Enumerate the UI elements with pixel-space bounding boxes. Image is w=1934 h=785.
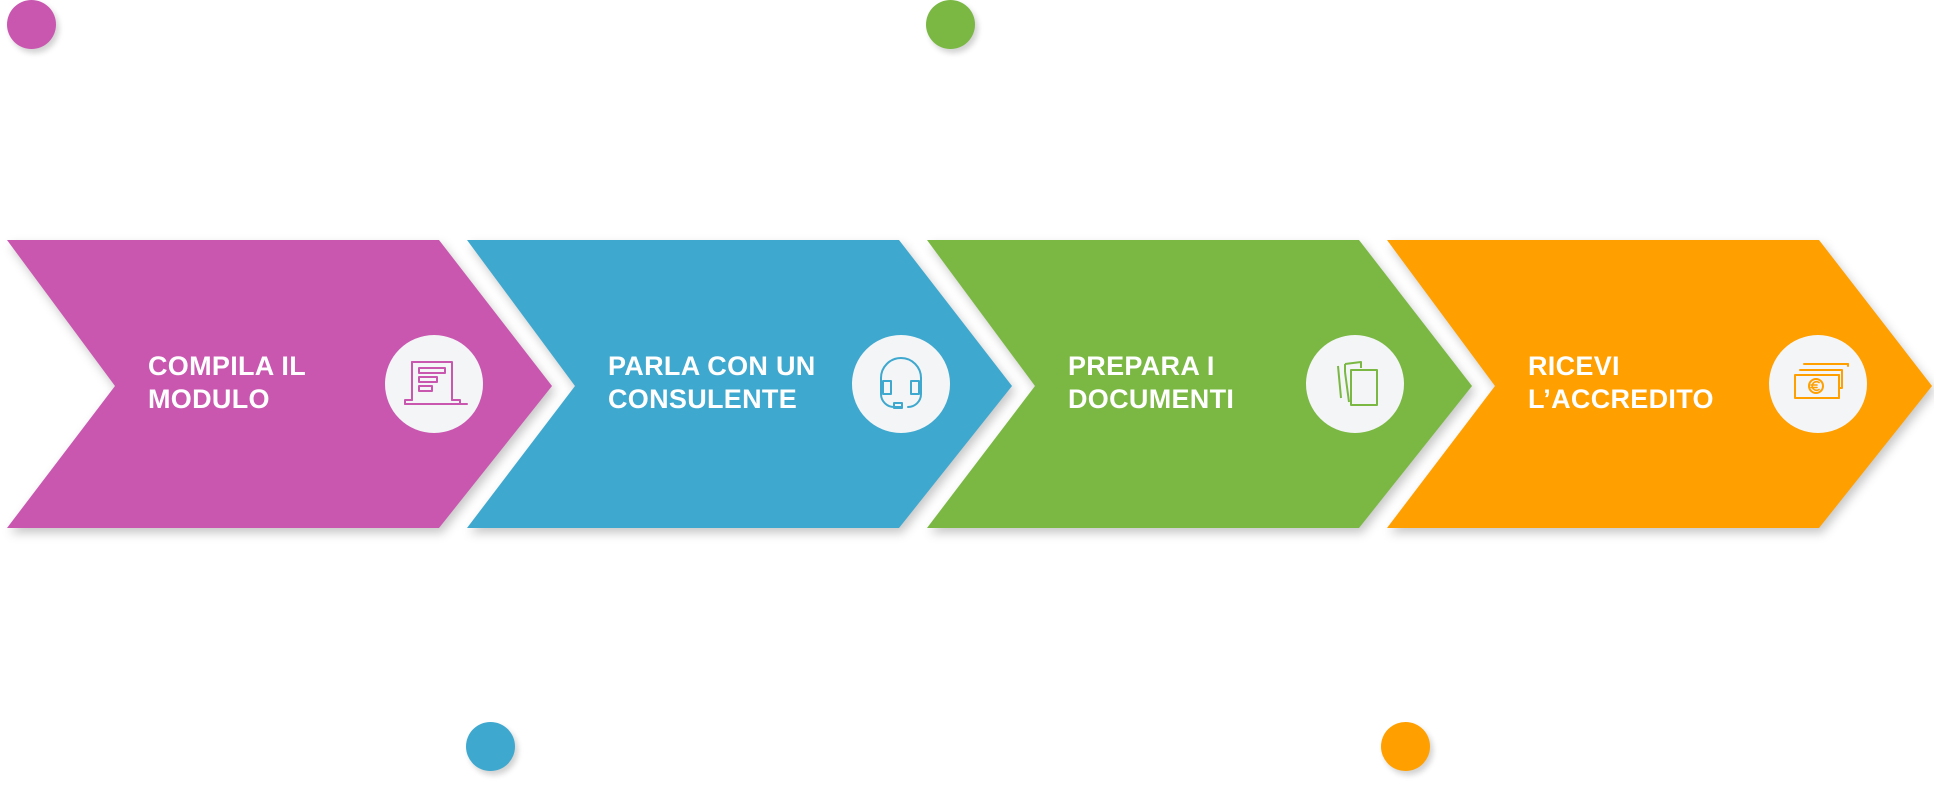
chevron-shape xyxy=(467,240,1012,528)
step-parla-consulente: PARLA CON UN CONSULENTE xyxy=(467,240,1012,528)
step-label-line-1: PARLA CON UN xyxy=(608,351,816,381)
chevron-shape xyxy=(927,240,1472,528)
step-label-line-2: CONSULENTE xyxy=(608,384,798,414)
step-label: COMPILA IL MODULO xyxy=(148,350,388,416)
step-prepara-documenti: PREPARA I DOCUMENTI xyxy=(927,240,1472,528)
euro-banknotes-icon xyxy=(1769,335,1867,433)
step-label-line-1: COMPILA IL xyxy=(148,351,306,381)
chevron-shape xyxy=(1387,240,1932,528)
decorative-dot-blue xyxy=(466,722,515,771)
headset-icon xyxy=(852,335,950,433)
chevron-shape xyxy=(7,240,552,528)
step-label-line-2: L’ACCREDITO xyxy=(1528,384,1714,414)
decorative-dot-magenta xyxy=(7,0,56,49)
step-label-line-1: RICEVI xyxy=(1528,351,1620,381)
step-label-line-1: PREPARA I xyxy=(1068,351,1215,381)
step-compila-modulo: COMPILA IL MODULO xyxy=(7,240,552,528)
step-ricevi-accredito: RICEVI L’ACCREDITO xyxy=(1387,240,1932,528)
decorative-dot-orange xyxy=(1381,722,1430,771)
step-label-line-2: DOCUMENTI xyxy=(1068,384,1235,414)
laptop-form-icon xyxy=(385,335,483,433)
step-label: PARLA CON UN CONSULENTE xyxy=(608,350,848,416)
decorative-dot-green xyxy=(926,0,975,49)
step-label: RICEVI L’ACCREDITO xyxy=(1528,350,1768,416)
step-label-line-2: MODULO xyxy=(148,384,270,414)
documents-icon xyxy=(1306,335,1404,433)
step-label: PREPARA I DOCUMENTI xyxy=(1068,350,1308,416)
